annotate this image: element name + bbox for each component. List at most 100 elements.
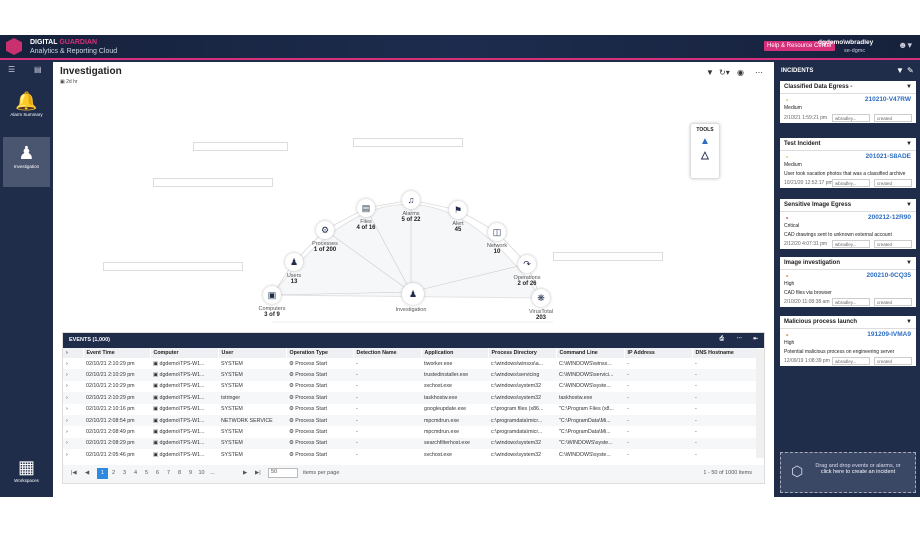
expand-row-icon[interactable]: › (63, 369, 83, 381)
page-button[interactable]: 4 (133, 470, 138, 476)
table-row[interactable]: ›02/10/21 2:10:29 pm▣ dgdemo\TPS-W1...SY… (63, 381, 757, 392)
status-select[interactable]: created (874, 240, 912, 248)
page-button[interactable]: 3 (122, 470, 127, 476)
assignee-select[interactable]: wbradley... (832, 240, 870, 248)
assignee-select[interactable]: wbradley... (832, 357, 870, 365)
graph-node-users[interactable]: ♟ (285, 253, 303, 271)
chevron-down-icon[interactable]: ▼ (906, 319, 912, 325)
status-select[interactable]: created (874, 114, 912, 122)
chevron-down-icon[interactable]: ▼ (906, 141, 912, 147)
collapse-icon[interactable]: ⇤ (753, 336, 758, 342)
column-header[interactable]: DNS Hostname (692, 348, 758, 358)
sort-icon[interactable]: ✎ (907, 66, 914, 75)
sidebar-item-workspaces[interactable]: ▦Workspaces (3, 457, 50, 507)
tree-layout-icon[interactable]: ▲ (700, 136, 710, 147)
settings-icon[interactable]: ☰ (8, 65, 16, 74)
more-icon[interactable]: ⋯ (755, 68, 763, 77)
popup-panel[interactable] (193, 142, 288, 151)
table-row[interactable]: ›02/10/21 2:10:16 pm▣ dgdemo\TPS-W1...SY… (63, 404, 757, 415)
assignee-select[interactable]: wbradley... (832, 179, 870, 187)
sidebar-item-alarm-summary[interactable]: 🔔Alarm Summary (3, 85, 50, 135)
popup-panel[interactable] (553, 252, 663, 261)
last-page-button[interactable]: ▶| (255, 470, 261, 476)
page-button[interactable]: 10 (198, 470, 205, 476)
next-page-button[interactable]: ▶ (243, 470, 248, 476)
column-header[interactable]: IP Address (624, 348, 693, 358)
incident-id[interactable]: 210210-V47RW (864, 96, 911, 103)
graph-node-files[interactable]: ▤ (357, 199, 375, 217)
incident-card[interactable]: Sensitive Image Egress▼200212-12R90◔Crit… (780, 199, 916, 249)
print-icon[interactable]: ⎙ (719, 336, 724, 342)
expand-all[interactable]: › (63, 348, 84, 358)
table-row[interactable]: ›02/10/21 2:08:29 pm▣ dgdemo\TPS-W1...SY… (63, 437, 757, 450)
refresh-icon[interactable]: ↻▾ (719, 68, 730, 77)
popup-panel[interactable] (103, 262, 243, 271)
popup-panel[interactable] (153, 178, 273, 187)
table-row[interactable]: ›02/10/21 2:08:54 pm▣ dgdemo\TPS-W1...NE… (63, 414, 757, 427)
column-header[interactable]: Process Directory (488, 348, 557, 358)
prev-page-button[interactable]: ◀ (85, 470, 90, 476)
radial-layout-icon[interactable]: △ (701, 150, 709, 161)
table-row[interactable]: ›02/10/21 2:08:49 pm▣ dgdemo\TPS-W1...SY… (63, 426, 757, 437)
expand-row-icon[interactable]: › (66, 406, 68, 413)
column-header[interactable]: User (218, 348, 287, 358)
page-button[interactable]: 1 (97, 468, 108, 479)
table-row[interactable]: ›02/10/21 2:10:29 pm▣ dgdemo\TPS-W1...ts… (63, 392, 757, 404)
graph-node-operations[interactable]: ↷ (518, 255, 536, 273)
filter-icon[interactable]: ▼ (706, 68, 714, 77)
table-row[interactable]: ›02/10/21 2:10:29 pm▣ dgdemo\TPS-W1...SY… (63, 358, 757, 369)
expand-row-icon[interactable]: › (63, 392, 83, 404)
page-button[interactable]: 5 (144, 470, 149, 476)
incident-card[interactable]: Malicious process launch▼191209-IVMA9◔Hi… (780, 316, 916, 366)
status-select[interactable]: created (874, 179, 912, 187)
incident-id[interactable]: 200212-12R90 (867, 214, 911, 221)
column-header[interactable]: Detection Name (353, 348, 422, 358)
filter-icon[interactable]: ▼ (896, 66, 904, 75)
graph-node-alert[interactable]: ⚑ (449, 201, 467, 219)
incident-id[interactable]: 201021-S8ADE (865, 153, 911, 160)
expand-row-icon[interactable]: › (66, 451, 68, 458)
first-page-button[interactable]: |◀ (71, 470, 77, 476)
table-row[interactable]: ›02/10/21 2:10:29 pm▣ dgdemo\TPS-W1...SY… (63, 369, 757, 381)
column-header[interactable]: Operation Type (286, 348, 354, 358)
sidebar-item-investigation[interactable]: ♟Investigation (3, 137, 50, 187)
graph-node-processes[interactable]: ⚙ (316, 221, 334, 239)
create-incident-link[interactable]: click here to create an incident (820, 469, 896, 475)
scrollbar[interactable] (756, 349, 764, 458)
status-select[interactable]: created (874, 298, 912, 306)
camera-icon[interactable]: ◉ (737, 68, 744, 77)
graph-node-network[interactable]: ◫ (488, 223, 506, 241)
expand-row-icon[interactable]: › (66, 383, 68, 390)
incident-card[interactable]: Classified Data Egress -▼210210-V47RW◔Me… (780, 81, 916, 123)
chart-icon[interactable]: ▤ (34, 65, 42, 74)
page-button[interactable]: 2 (111, 470, 116, 476)
assignee-select[interactable]: wbradley... (832, 114, 870, 122)
column-header[interactable]: Event Time (83, 348, 151, 358)
incident-id[interactable]: 191209-IVMA9 (867, 331, 911, 338)
graph-node-investigation[interactable]: ♟ (402, 283, 424, 305)
page-button[interactable]: 9 (188, 470, 193, 476)
graph-node-alarms[interactable]: ♫ (402, 191, 420, 209)
column-header[interactable]: Computer (150, 348, 219, 358)
graph-node-virustotal[interactable]: ❋ (532, 289, 550, 307)
expand-row-icon[interactable]: › (66, 360, 68, 367)
page-button[interactable]: ... (210, 470, 215, 476)
expand-row-icon[interactable]: › (66, 429, 68, 436)
chevron-down-icon[interactable]: ▼ (906, 84, 912, 90)
status-select[interactable]: created (874, 357, 912, 365)
time-range[interactable]: ▣ 2d hr (60, 79, 78, 85)
expand-row-icon[interactable]: › (63, 414, 83, 427)
assignee-select[interactable]: wbradley... (832, 298, 870, 306)
column-header[interactable]: Application (421, 348, 489, 358)
user-name[interactable]: dgdemo\wbradley (818, 39, 874, 46)
chevron-down-icon[interactable]: ▼ (906, 202, 912, 208)
expand-row-icon[interactable]: › (63, 437, 83, 450)
column-header[interactable]: Command Line (556, 348, 625, 358)
page-button[interactable]: 6 (155, 470, 160, 476)
page-size-select[interactable]: 50 (268, 468, 298, 478)
chevron-down-icon[interactable]: ▼ (906, 260, 912, 266)
table-row[interactable]: ›02/10/21 2:05:46 pm▣ dgdemo\TPS-W1...SY… (63, 449, 757, 460)
